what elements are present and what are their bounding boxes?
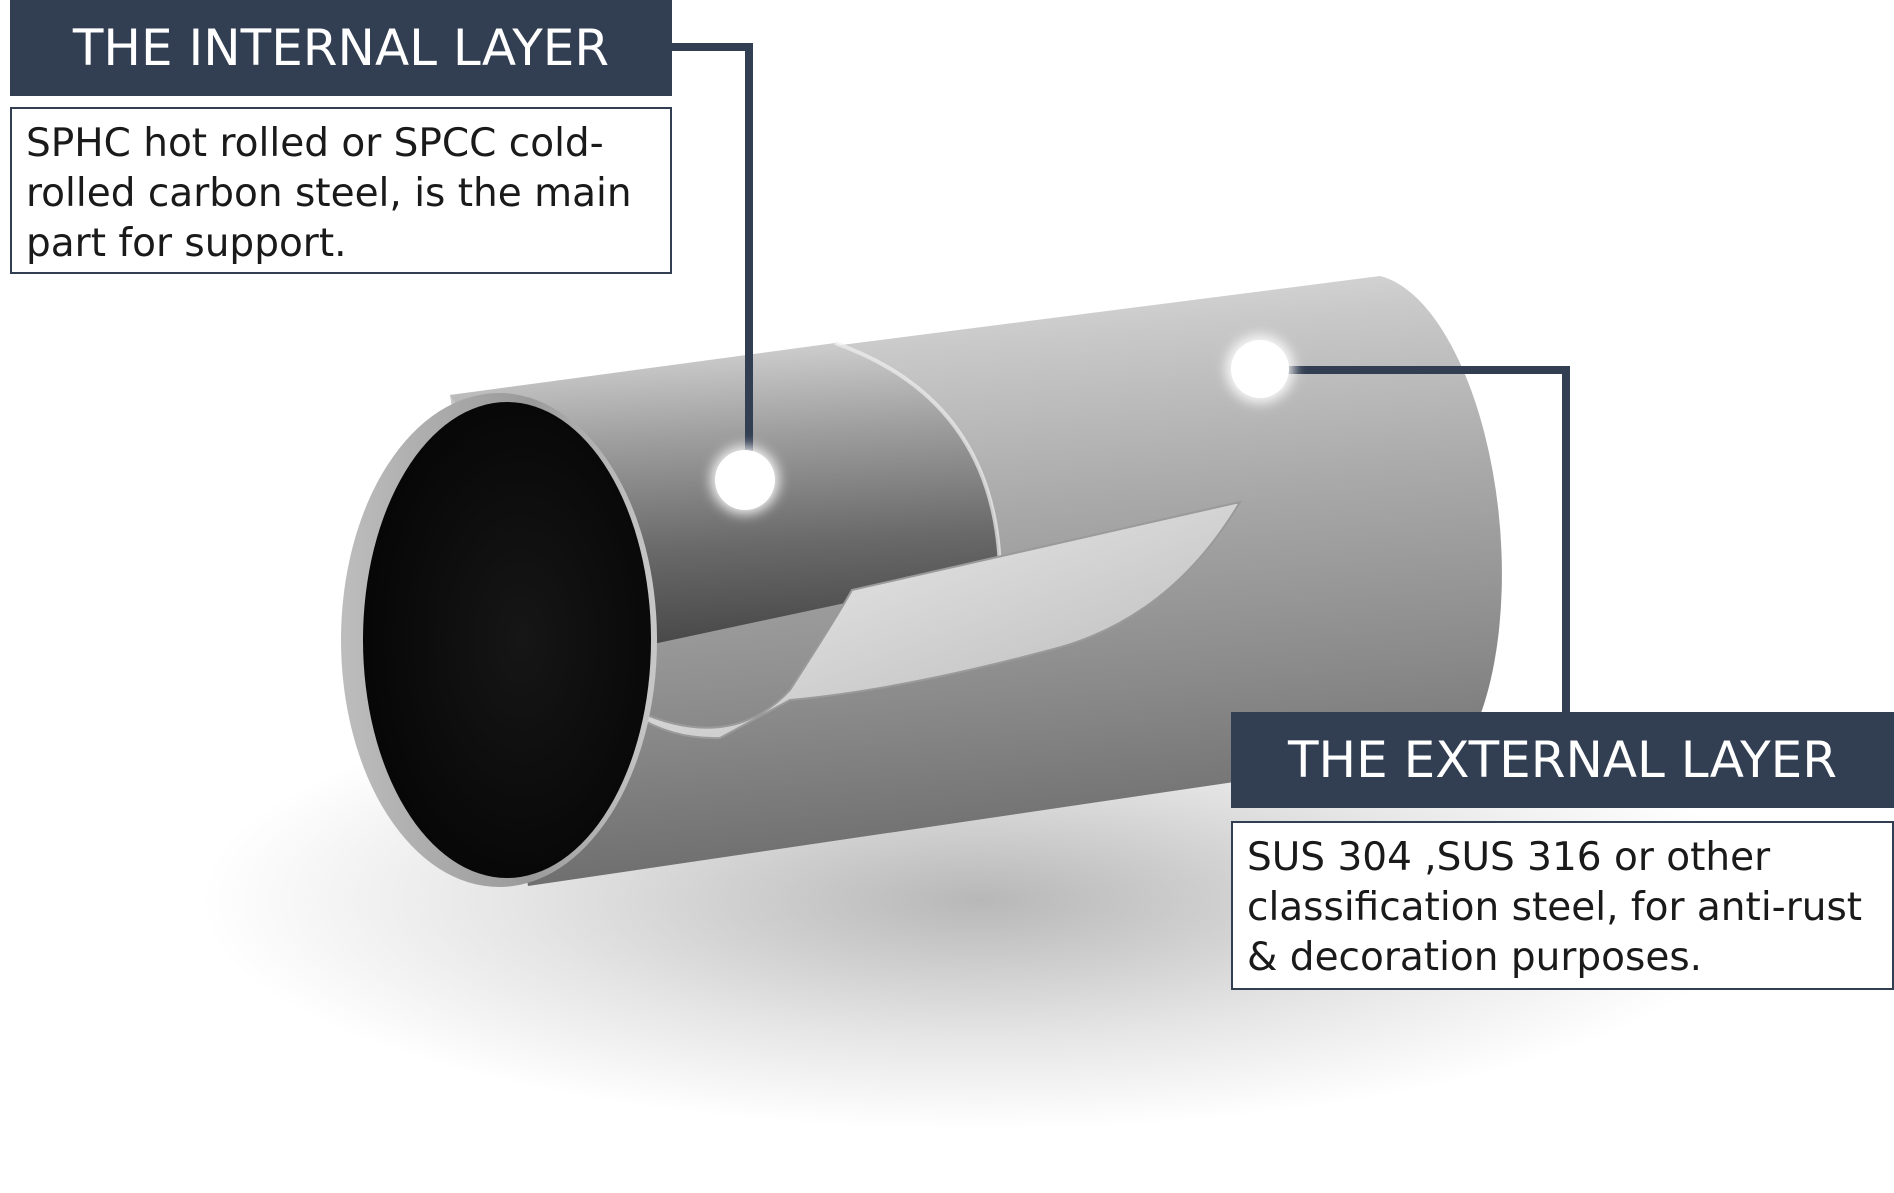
marker-dot-icon	[1231, 340, 1289, 398]
external-desc-line: & decoration purposes.	[1247, 935, 1703, 980]
internal-desc-line: SPHC hot rolled or SPCC cold-	[26, 121, 604, 166]
marker-dot-icon	[715, 450, 775, 510]
layer-boundary	[834, 341, 1002, 571]
external-layer-description: SUS 304 ,SUS 316 or other classification…	[1231, 821, 1894, 990]
internal-layer-title: THE INTERNAL LAYER	[10, 0, 672, 96]
external-leader-line	[1263, 366, 1570, 712]
internal-desc-line: rolled carbon steel, is the main	[26, 171, 632, 216]
internal-leader-line	[672, 43, 753, 475]
pipe-bore	[363, 402, 651, 878]
external-desc-line: SUS 304 ,SUS 316 or other	[1247, 835, 1771, 880]
external-layer-title: THE EXTERNAL LAYER	[1231, 712, 1894, 808]
internal-desc-line: part for support.	[26, 221, 347, 266]
external-desc-line: classification steel, for anti-rust	[1247, 885, 1863, 930]
internal-layer-description: SPHC hot rolled or SPCC cold- rolled car…	[10, 107, 672, 274]
peeled-layer-flap	[614, 500, 1243, 740]
